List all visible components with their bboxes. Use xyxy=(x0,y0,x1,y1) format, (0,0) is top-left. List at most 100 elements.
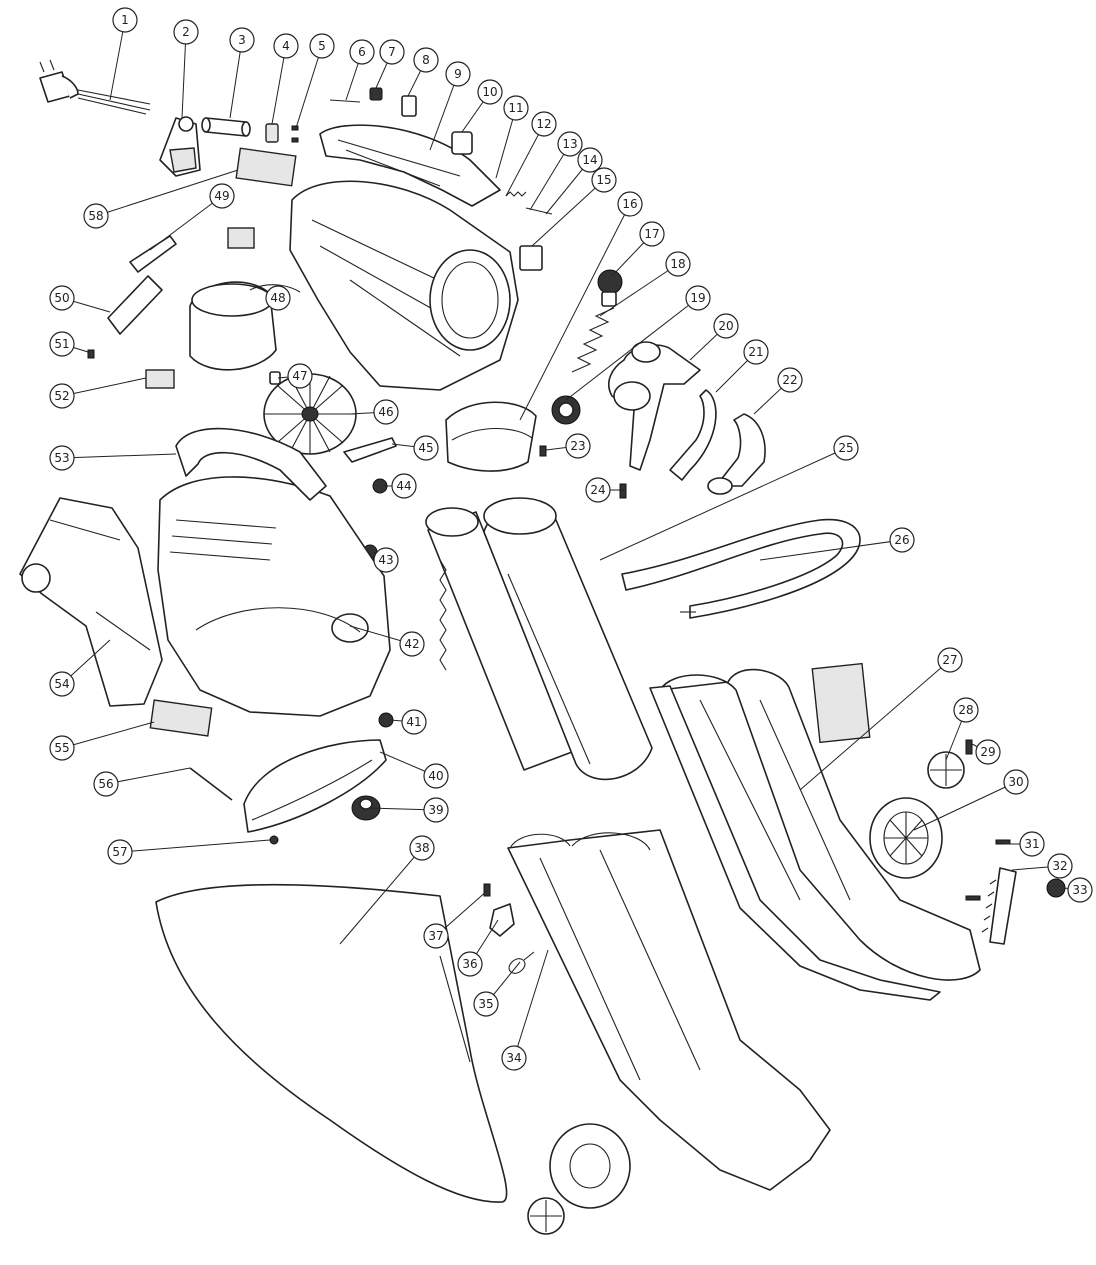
callout-number: 32 xyxy=(1052,859,1067,873)
callout-bubble xyxy=(413,435,439,461)
callout-number: 26 xyxy=(894,533,909,547)
callout-bubble xyxy=(401,709,427,735)
callout-5: 5 xyxy=(295,33,335,129)
callout-bubble xyxy=(743,339,769,365)
callout-number: 31 xyxy=(1024,837,1039,851)
callout-25: 25 xyxy=(599,435,859,561)
seal-ring xyxy=(445,401,537,472)
callout-number: 50 xyxy=(54,291,69,305)
callout-23: 23 xyxy=(545,433,591,459)
callout-10: 10 xyxy=(461,79,503,133)
callout-number: 33 xyxy=(1072,883,1087,897)
callout-16: 16 xyxy=(519,191,643,421)
callout-leader xyxy=(61,377,147,397)
callout-number: 38 xyxy=(414,841,429,855)
callout-number: 4 xyxy=(282,39,290,53)
callout-leader xyxy=(529,143,571,211)
callout-1: 1 xyxy=(109,7,138,101)
callout-43: 43 xyxy=(373,547,399,573)
callout-leader xyxy=(565,297,699,401)
callout-bubble xyxy=(1067,877,1093,903)
callout-number: 44 xyxy=(396,479,411,493)
callout-number: 1 xyxy=(121,13,129,27)
control-knob xyxy=(597,269,623,307)
callout-number: 5 xyxy=(318,39,326,53)
contact-clip xyxy=(369,87,383,101)
callout-bubble xyxy=(577,147,603,173)
callout-bubble xyxy=(617,191,643,217)
callout-number: 45 xyxy=(418,441,433,455)
callout-58: 58 xyxy=(83,169,239,229)
callout-14: 14 xyxy=(545,147,603,215)
callout-number: 54 xyxy=(54,677,69,691)
callout-19: 19 xyxy=(565,285,711,401)
callout-bubble xyxy=(49,331,75,357)
blower-tubes xyxy=(425,497,653,781)
hose xyxy=(621,518,861,619)
callout-number: 14 xyxy=(582,153,597,167)
callout-28: 28 xyxy=(945,697,979,761)
callout-53: 53 xyxy=(49,445,177,471)
comb-bracket xyxy=(989,867,1017,945)
small-spring xyxy=(505,191,527,197)
callout-leader xyxy=(531,179,605,247)
callout-leader xyxy=(599,447,847,561)
cover-plate xyxy=(107,275,163,335)
callout-35: 35 xyxy=(473,961,521,1017)
callout-bubble xyxy=(889,527,915,553)
selector-lever xyxy=(608,341,701,471)
callout-bubble xyxy=(1047,853,1073,879)
callout-20: 20 xyxy=(689,313,739,361)
callout-6: 6 xyxy=(345,39,375,101)
callout-2: 2 xyxy=(173,19,199,119)
callout-57: 57 xyxy=(107,839,271,865)
collection-tube-upper xyxy=(649,668,981,1001)
callout-17: 17 xyxy=(611,221,665,277)
callout-47: 47 xyxy=(277,363,313,389)
callout-number: 55 xyxy=(54,741,69,755)
callout-bubble xyxy=(49,383,75,409)
callout-bubble xyxy=(373,547,399,573)
carbon-brush xyxy=(129,235,177,273)
callout-number: 37 xyxy=(428,929,443,943)
plate-screw xyxy=(87,349,95,359)
callout-number: 12 xyxy=(536,117,551,131)
callout-leader xyxy=(599,263,679,317)
callout-bubble xyxy=(591,167,617,193)
callout-leader xyxy=(799,659,951,791)
callout-number: 52 xyxy=(54,389,69,403)
callout-leader xyxy=(913,781,1017,831)
callout-leader xyxy=(95,169,239,217)
callout-bubble xyxy=(833,435,859,461)
collection-bag xyxy=(155,883,508,1203)
parts-layer xyxy=(19,59,1066,1235)
retaining-clip xyxy=(343,437,397,463)
callout-number: 49 xyxy=(214,189,229,203)
adjustment-knob xyxy=(351,795,381,821)
callout-number: 20 xyxy=(718,319,733,333)
callout-number: 57 xyxy=(112,845,127,859)
callout-number: 7 xyxy=(388,45,396,59)
callout-51: 51 xyxy=(49,331,89,357)
callout-number: 30 xyxy=(1008,775,1023,789)
callout-bubble xyxy=(379,39,405,65)
callout-bubble xyxy=(953,697,979,723)
electric-motor xyxy=(189,281,301,371)
callout-bubble xyxy=(423,923,449,949)
callout-number: 2 xyxy=(182,25,190,39)
callout-22: 22 xyxy=(753,367,803,415)
callout-number: 19 xyxy=(690,291,705,305)
latch-screw xyxy=(483,883,491,897)
callout-bubble xyxy=(49,285,75,311)
callout-number: 42 xyxy=(404,637,419,651)
callout-bubble xyxy=(423,797,449,823)
callout-bubble xyxy=(413,47,439,73)
callout-24: 24 xyxy=(585,477,624,503)
callout-29: 29 xyxy=(971,739,1001,765)
switch-button xyxy=(401,95,417,117)
callout-leader xyxy=(759,539,903,561)
power-plug xyxy=(39,59,151,115)
axle-pin-a xyxy=(995,839,1011,845)
strain-relief xyxy=(265,123,279,143)
callout-number: 39 xyxy=(428,803,443,817)
